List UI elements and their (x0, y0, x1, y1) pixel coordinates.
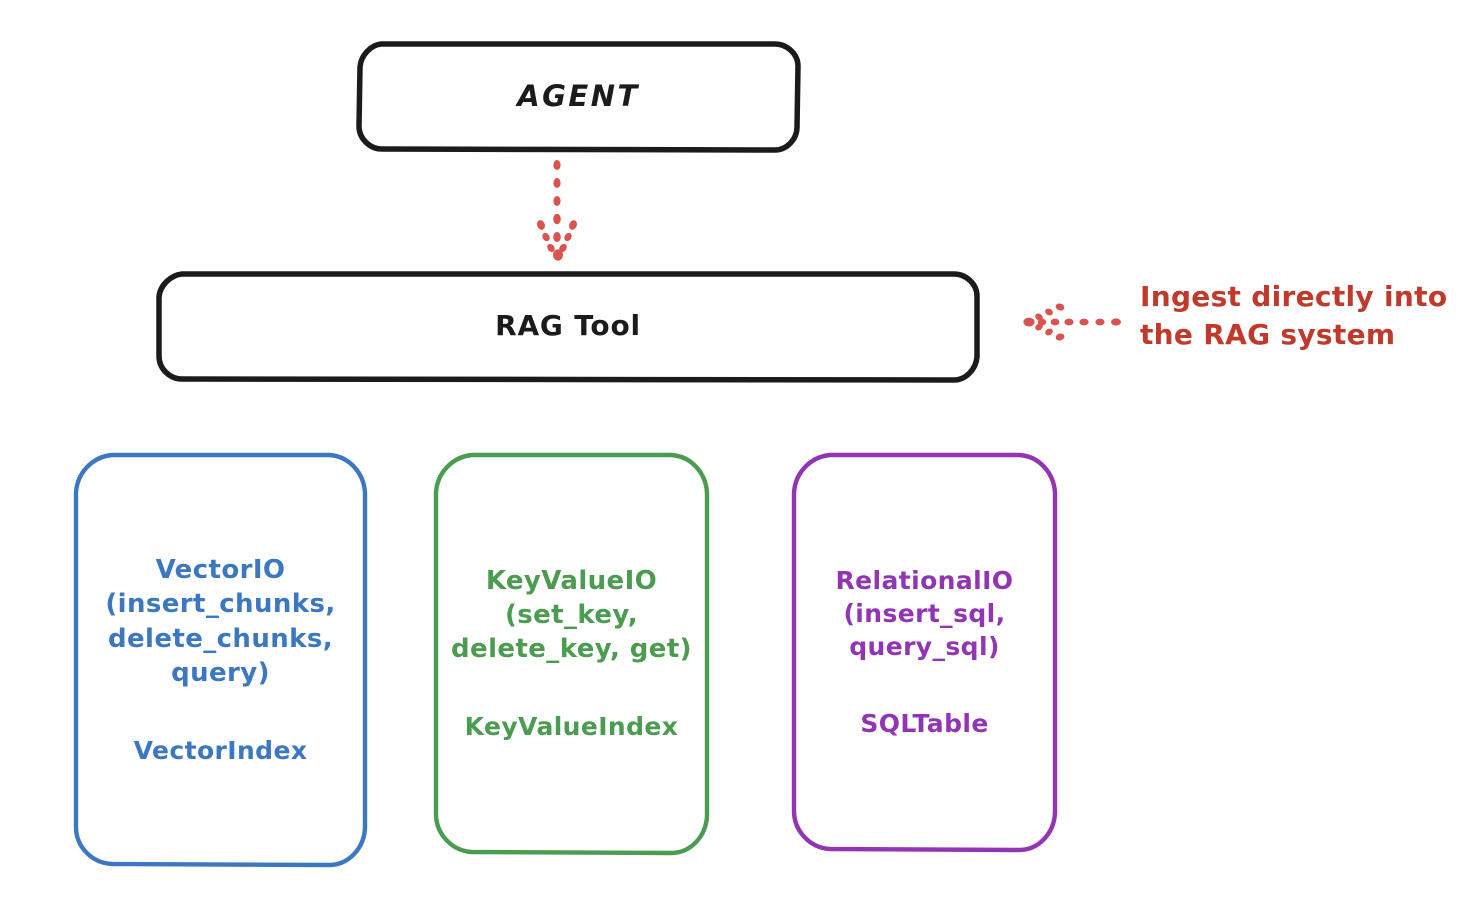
node-key-value-io-index: KeyValueIndex (464, 712, 679, 742)
node-key-value-io-signature: KeyValueIO (set_key, delete_key, get) (451, 565, 692, 665)
node-agent[interactable]: AGENT (355, 40, 802, 153)
ingest-annotation-text: Ingest directly into the RAG system (1140, 280, 1448, 352)
node-vector-io[interactable]: VectorIO (insert_chunks, delete_chunks, … (72, 451, 369, 869)
node-rag-tool[interactable]: RAG Tool (155, 270, 981, 383)
agent-to-rag-tool-arrow-icon (537, 160, 577, 261)
node-key-value-io[interactable]: KeyValueIO (set_key, delete_key, get) Ke… (432, 451, 711, 856)
node-relational-io[interactable]: RelationalIO (insert_sql, query_sql) SQL… (790, 451, 1059, 853)
ingest-into-rag-arrow-icon (1023, 303, 1121, 341)
node-vector-io-index: VectorIndex (133, 736, 308, 766)
node-relational-io-signature: RelationalIO (insert_sql, query_sql) (835, 566, 1014, 661)
node-agent-label: AGENT (517, 79, 640, 114)
node-vector-io-signature: VectorIO (insert_chunks, delete_chunks, … (105, 554, 336, 688)
node-relational-io-index: SQLTable (860, 709, 989, 738)
node-rag-tool-label: RAG Tool (495, 309, 641, 343)
